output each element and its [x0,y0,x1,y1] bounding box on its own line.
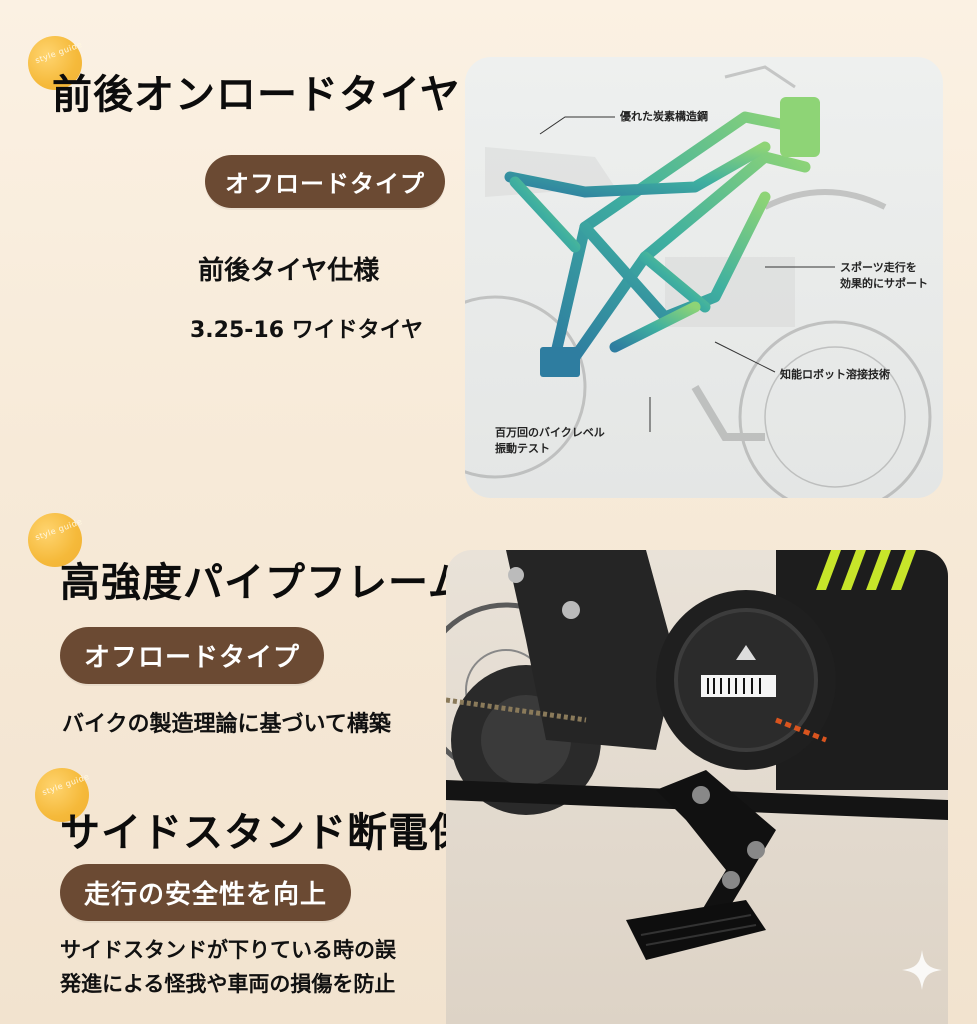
motor-sidestand-image [446,550,948,1024]
callout-welding: 知能ロボット溶接技術 [780,368,890,381]
callout-sport-1: スポーツ走行を [840,261,917,274]
frame-illustration [465,65,932,498]
motor-illustration [446,550,948,960]
pill-safety: 走行の安全性を向上 [60,864,352,921]
heading-sidestand: サイドスタンド断電保護 [60,810,511,856]
pill-offroad-1: オフロードタイプ [205,155,445,208]
decorative-badge-1 [28,36,82,90]
sidestand-description-line2: 発進による怪我や車両の損傷を防止 [60,972,396,996]
heading-frame: 高強度パイプフレーム [60,560,469,606]
spec-value: 3.25-16 ワイドタイヤ [190,318,424,343]
sparkle-icon [902,950,942,990]
callout-sport-2: 効果的にサポート [840,277,928,290]
callout-test-2: 振動テスト [495,442,550,455]
decorative-badge-2 [28,513,82,567]
frame-image: 優れた炭素構造鋼 スポーツ走行を 効果的にサポート 知能ロボット溶接技術 百万回… [465,57,943,498]
spec-title: 前後タイヤ仕様 [198,256,380,286]
frame-description: バイクの製造理論に基づいて構築 [62,712,391,737]
callout-test-1: 百万回のバイクレベル [495,426,605,439]
pill-offroad-2: オフロードタイプ [60,627,325,684]
heading-tires: 前後オンロードタイヤ [52,72,461,118]
callout-steel: 優れた炭素構造鋼 [620,110,708,123]
decorative-badge-3 [35,768,89,822]
sidestand-description-line1: サイドスタンドが下りている時の誤 [60,938,396,962]
